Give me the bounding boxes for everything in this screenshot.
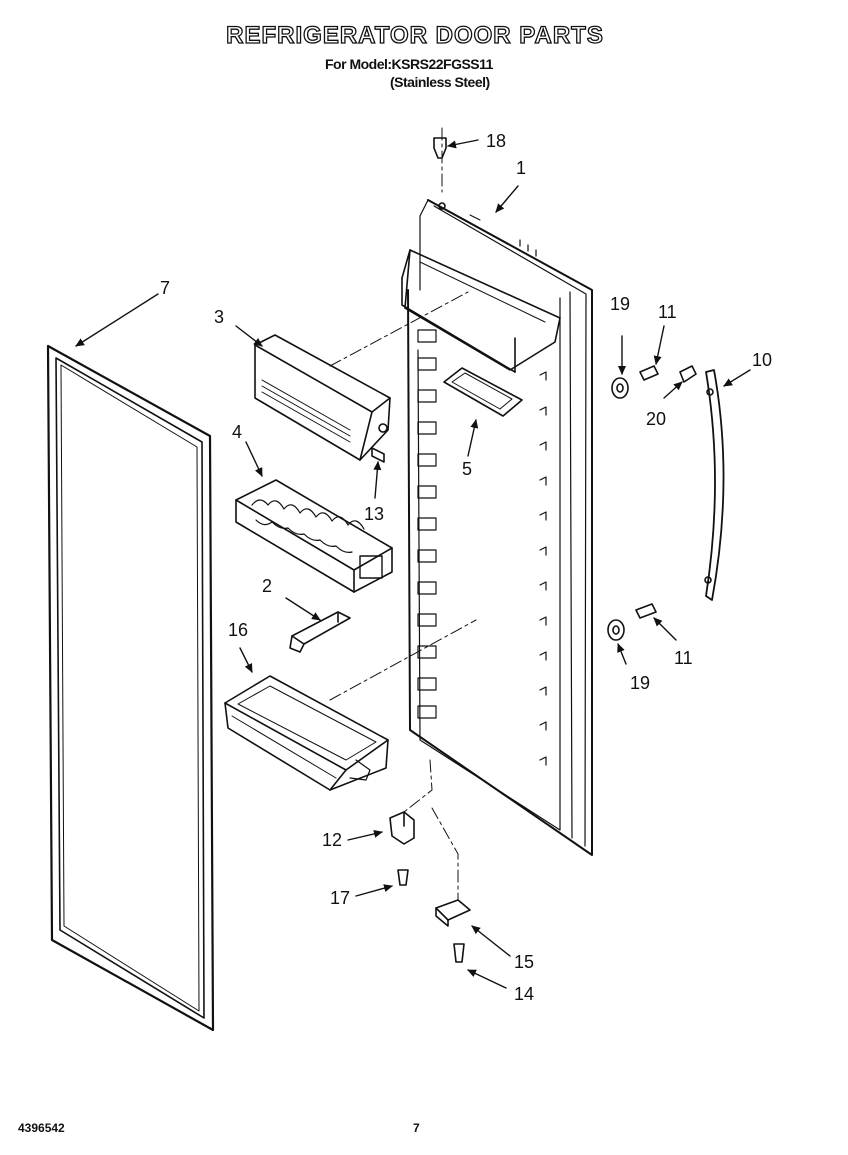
callout-19-top: 19 (610, 294, 630, 314)
callout-17: 17 (330, 888, 350, 908)
callout-11-top: 11 (658, 302, 677, 322)
door-liner (401, 199, 593, 856)
callout-2: 2 (262, 576, 272, 596)
callout-18: 18 (486, 131, 506, 151)
callout-4: 4 (232, 422, 242, 442)
butter-tray (443, 367, 523, 417)
callout-15: 15 (514, 952, 534, 972)
door-gasket (46, 344, 215, 1032)
hinge-bracket-15 (435, 899, 471, 927)
callout-12: 12 (322, 830, 342, 850)
callout-11-bottom: 11 (674, 648, 693, 668)
spacer-19-bottom (607, 619, 625, 641)
top-pin-18 (433, 137, 447, 159)
screw-17 (397, 869, 409, 886)
callout-7: 7 (160, 278, 170, 298)
callout-20: 20 (646, 409, 666, 429)
screw-11-top (639, 365, 659, 381)
callout-10: 10 (752, 350, 772, 370)
callout-5: 5 (462, 459, 472, 479)
leader-arrows (75, 139, 751, 989)
screw-14 (453, 943, 465, 963)
document-number: 4396542 (18, 1121, 65, 1135)
shelf-tabs (417, 329, 437, 719)
dairy-door (254, 334, 391, 463)
page-number: 7 (413, 1121, 420, 1135)
screw-11-bottom (635, 603, 657, 619)
callout-16: 16 (228, 620, 248, 640)
door-bin (224, 675, 389, 791)
shelf-clip (289, 611, 351, 653)
hinge-12 (389, 811, 415, 845)
callout-14: 14 (514, 984, 534, 1004)
callout-13: 13 (364, 504, 384, 524)
page-title: REFRIGERATOR DOOR PARTS (226, 21, 604, 49)
egg-tray (235, 479, 393, 593)
assembly-lines (329, 127, 477, 901)
handle-10 (704, 369, 725, 601)
model-line: For Model:KSRS22FGSS11 (325, 56, 493, 72)
callout-3: 3 (214, 307, 224, 327)
spacer-19-top (611, 377, 629, 399)
callout-1: 1 (516, 158, 526, 178)
callout-19-bottom: 19 (630, 673, 650, 693)
material-line: (Stainless Steel) (390, 74, 490, 90)
callout-numbers: 18 1 7 3 4 13 5 2 16 12 17 15 14 19 11 2… (160, 131, 772, 1004)
screw-20 (679, 365, 697, 383)
